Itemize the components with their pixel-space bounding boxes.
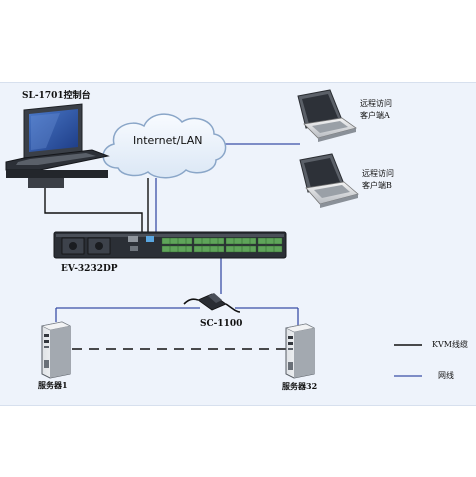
switch-label: EV-3232DP bbox=[61, 264, 118, 274]
adapter-label: SC-1100 bbox=[200, 319, 243, 329]
client-a-label-line2: 客户端A bbox=[360, 111, 390, 120]
kvm-console-icon bbox=[5, 103, 110, 188]
kvm-switch-icon bbox=[53, 231, 287, 259]
legend-network-label: 网线 bbox=[438, 371, 454, 380]
cloud-label: Internet/LAN bbox=[133, 134, 203, 147]
line-console-to-switch bbox=[44, 188, 143, 238]
server-tower-icon bbox=[41, 321, 71, 379]
client-a-label-line1: 远程访问 bbox=[360, 99, 392, 108]
laptop-icon bbox=[297, 89, 357, 142]
cloud-icon bbox=[102, 113, 227, 179]
kvm-lines bbox=[44, 178, 288, 350]
server-tower-icon bbox=[285, 323, 315, 379]
legend-kvm-label: KVM线缆 bbox=[432, 340, 468, 349]
console-label: SL-1701控制台 bbox=[22, 91, 91, 101]
server1-label: 服务器1 bbox=[38, 380, 68, 390]
client-b-label-line1: 远程访问 bbox=[362, 169, 394, 178]
adapter-icon bbox=[183, 293, 241, 313]
laptop-icon bbox=[299, 153, 359, 208]
server32-label: 服务器32 bbox=[282, 381, 318, 391]
client-b-label-line2: 客户端B bbox=[362, 181, 392, 190]
